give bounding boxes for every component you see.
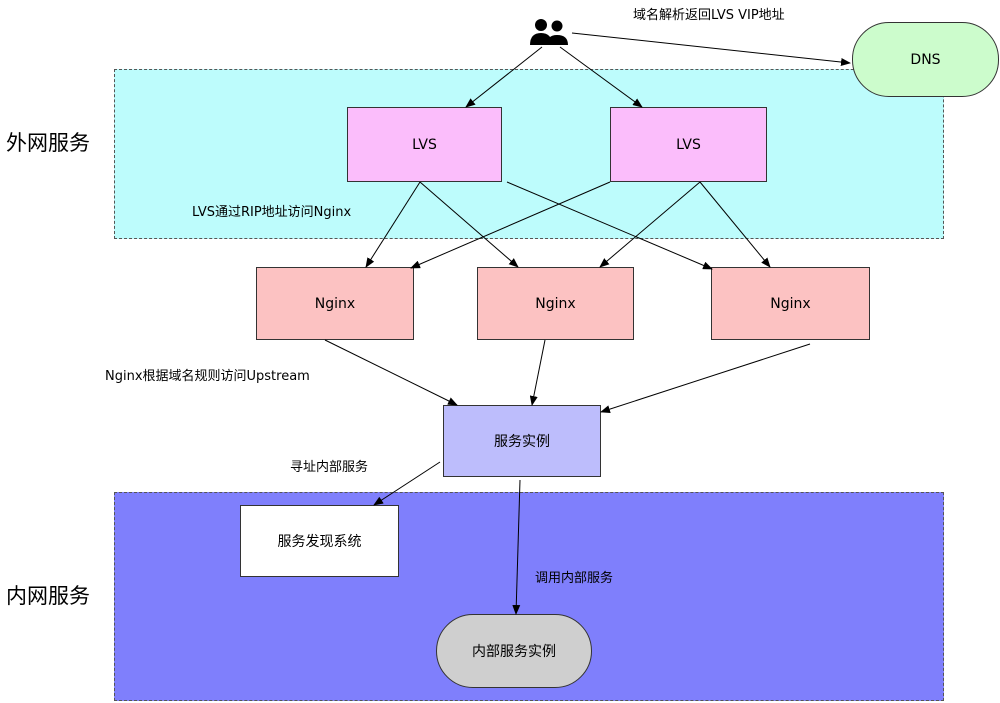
dns-node: DNS bbox=[852, 22, 999, 97]
service-instance-node: 服务实例 bbox=[443, 405, 601, 477]
edge-users-lvs-right bbox=[559, 46, 643, 108]
edge-lvsl-nginx1 bbox=[365, 181, 421, 268]
nginx-node-3: Nginx bbox=[711, 267, 870, 340]
edge-service-discovery bbox=[373, 461, 441, 506]
edge-lvsr-nginx1 bbox=[410, 181, 611, 269]
edge-users-lvs-left bbox=[465, 46, 543, 108]
edge-service-internal bbox=[512, 479, 521, 615]
external-zone bbox=[114, 69, 944, 239]
internal-zone-title: 内网服务 bbox=[6, 584, 90, 608]
edge-nginx3-service bbox=[600, 343, 811, 414]
edge-nginx1-service bbox=[324, 339, 458, 406]
users-icon bbox=[530, 19, 568, 45]
edge-users-dns bbox=[571, 32, 851, 67]
edge-lvsr-nginx2 bbox=[599, 181, 701, 268]
service-discovery-node: 服务发现系统 bbox=[240, 505, 399, 577]
lvs-node-right: LVS bbox=[610, 107, 767, 182]
find-internal-label: 寻址内部服务 bbox=[290, 460, 369, 475]
lvs-to-nginx-label: LVS通过RIP地址访问Nginx bbox=[192, 205, 352, 220]
lvs-node-left: LVS bbox=[347, 107, 502, 182]
nginx-node-1: Nginx bbox=[256, 267, 414, 340]
internal-instance-node: 内部服务实例 bbox=[436, 614, 592, 688]
edge-lvsr-nginx3 bbox=[699, 181, 771, 268]
edge-lvsl-nginx3 bbox=[506, 181, 713, 270]
nginx-node-2: Nginx bbox=[477, 267, 634, 340]
call-internal-label: 调用内部服务 bbox=[535, 571, 614, 586]
external-zone-title: 外网服务 bbox=[6, 131, 90, 155]
edge-nginx2-service bbox=[529, 339, 546, 406]
edge-lvsl-nginx2 bbox=[419, 181, 519, 268]
nginx-to-upstream-label: Nginx根据域名规则访问Upstream bbox=[105, 369, 310, 384]
dns-resolve-label: 域名解析返回LVS VIP地址 bbox=[633, 8, 785, 23]
